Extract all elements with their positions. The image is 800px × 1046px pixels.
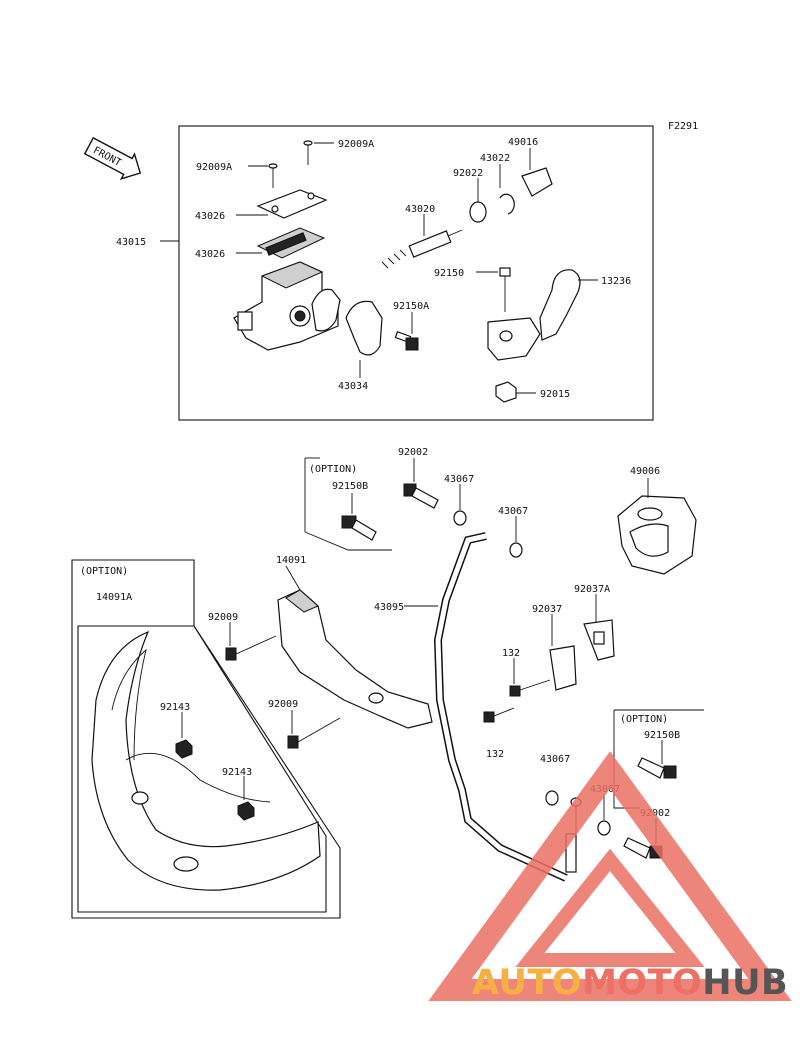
label-132-a: 132 [502, 648, 520, 659]
label-92150B-lower: 92150B [644, 730, 680, 741]
bolt-92150B-lower [637, 757, 677, 779]
label-43015: 43015 [116, 237, 146, 248]
bracket-14091 [277, 589, 433, 729]
label-92022: 92022 [453, 168, 483, 179]
clamp-43034 [345, 300, 383, 356]
label-92150: 92150 [434, 268, 464, 279]
washer-43067-c [545, 790, 559, 806]
nut-92015 [495, 381, 517, 403]
screw-92009A-right [303, 140, 313, 165]
option-bracket-92150B [304, 458, 392, 551]
reservoir-cap-43026 [256, 189, 328, 219]
label-132-b: 132 [486, 749, 504, 760]
label-14091A: 14091A [96, 592, 132, 603]
watermark-part-auto: AUTO [472, 963, 582, 1003]
label-14091: 14091 [276, 555, 306, 566]
option-label-top: (OPTION) [309, 464, 357, 475]
figure-code: F2291 [668, 121, 698, 132]
option-label-cowl: (OPTION) [80, 566, 128, 577]
piston-43020 [381, 229, 463, 269]
label-43067-c: 43067 [540, 754, 570, 765]
bolt-92002-top [403, 483, 439, 509]
headlight-cowl-14091A [91, 630, 321, 891]
nut-92143-b [237, 801, 255, 821]
label-49006: 49006 [630, 466, 660, 477]
label-43067-b: 43067 [498, 506, 528, 517]
label-43095: 43095 [374, 602, 404, 613]
label-92009-b: 92009 [268, 699, 298, 710]
label-43067-a: 43067 [444, 474, 474, 485]
watermark-part-hub: HUB [702, 963, 788, 1003]
label-92002-top: 92002 [398, 447, 428, 458]
boot-49016 [521, 167, 553, 197]
washer-43067-b [509, 542, 523, 558]
washer-43067-d [597, 820, 611, 836]
option-box-14091A [71, 559, 341, 919]
label-43026-cap: 43026 [195, 211, 225, 222]
bolt-132-a [509, 679, 551, 697]
label-92015: 92015 [540, 389, 570, 400]
label-92037A: 92037A [574, 584, 610, 595]
bolt-92150A [394, 331, 419, 351]
watermark-part-moto: MOTO [582, 963, 702, 1003]
brake-hose-43095 [433, 532, 568, 882]
bolt-132-b [483, 707, 515, 723]
screw-92009A-left [268, 163, 278, 188]
diaphragm-43026 [256, 227, 326, 259]
watermark-logo [428, 751, 792, 1001]
circlip-43022 [499, 193, 515, 215]
clamp-92037 [549, 645, 577, 691]
lever-13236 [539, 269, 581, 341]
bracket-92037A [583, 619, 615, 661]
bolt-92009-a [225, 635, 277, 661]
label-92150A: 92150A [393, 301, 429, 312]
label-92150B-top: 92150B [332, 481, 368, 492]
label-13236: 13236 [601, 276, 631, 287]
label-92009A-right: 92009A [338, 139, 374, 150]
master-cylinder-body [233, 261, 341, 351]
washer-92022 [469, 201, 487, 223]
master-cylinder-assembly-box [178, 125, 654, 421]
label-49016: 49016 [508, 137, 538, 148]
watermark-text: AUTOMOTOHUB [472, 963, 788, 1003]
label-92009-a: 92009 [208, 612, 238, 623]
label-92009A-left: 92009A [196, 162, 232, 173]
bolt-92150B-top [341, 515, 377, 541]
washer-43067-a [453, 510, 467, 526]
label-92143-a: 92143 [160, 702, 190, 713]
label-43034: 43034 [338, 381, 368, 392]
lever-bracket [487, 267, 541, 361]
nut-92143-a [175, 739, 193, 759]
label-92037: 92037 [532, 604, 562, 615]
label-43022: 43022 [480, 153, 510, 164]
option-label-lower: (OPTION) [620, 714, 668, 725]
label-43020: 43020 [405, 204, 435, 215]
front-arrow-icon: FRONT [83, 136, 142, 180]
label-92143-b: 92143 [222, 767, 252, 778]
label-43026-diaphragm: 43026 [195, 249, 225, 260]
bolt-92009-b [287, 717, 341, 749]
